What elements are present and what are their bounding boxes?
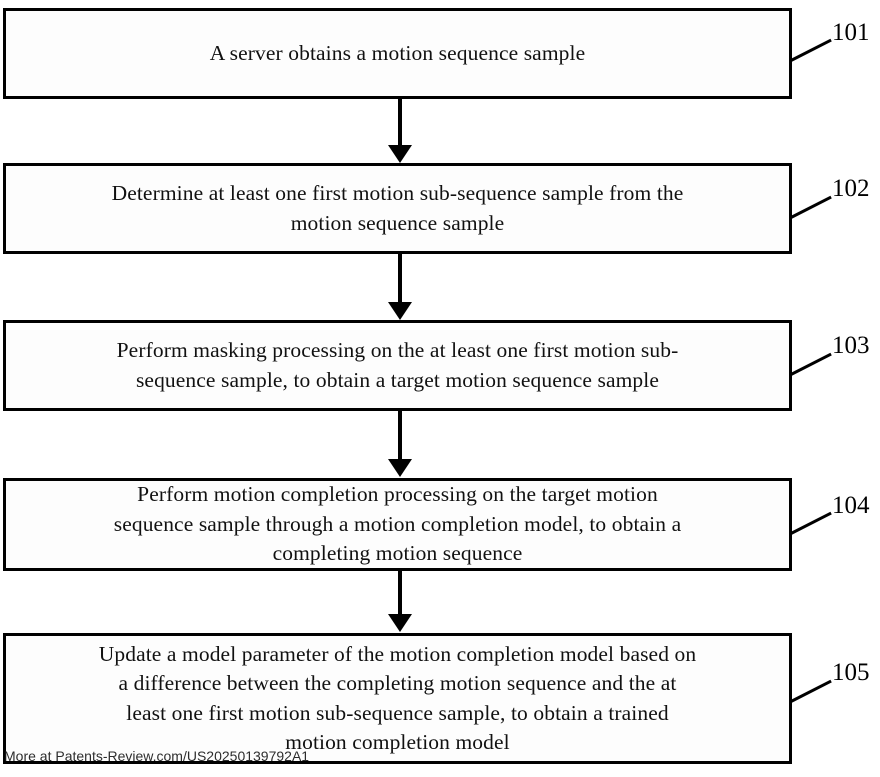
flow-step-text-103: Perform masking processing on the at lea… [116,338,679,392]
reference-number-102: 102 [832,175,870,202]
leader-line-105 [790,679,832,703]
leader-line-101 [790,38,832,62]
flow-step-box-103: Perform masking processing on the at lea… [3,320,792,411]
flow-step-text-104: Perform motion completion processing on … [113,482,682,566]
flow-step-text-101: A server obtains a motion sequence sampl… [209,40,586,65]
connector-line-103-104 [398,411,402,461]
reference-number-101: 101 [832,19,870,46]
flow-step-box-101: A server obtains a motion sequence sampl… [3,8,792,99]
flow-step-box-102: Determine at least one first motion sub-… [3,163,792,254]
leader-line-103 [790,352,832,376]
flow-step-box-105: Update a model parameter of the motion c… [3,633,792,764]
connector-line-102-103 [398,254,402,304]
arrowhead-icon-104-105 [388,614,412,632]
flow-step-text-105: Update a model parameter of the motion c… [98,641,697,755]
flow-step-text-102: Determine at least one first motion sub-… [111,181,684,235]
reference-number-104: 104 [832,492,870,519]
leader-line-104 [790,511,832,535]
reference-number-105: 105 [832,659,870,686]
connector-line-104-105 [398,571,402,616]
reference-number-103: 103 [832,332,870,359]
arrowhead-icon-101-102 [388,145,412,163]
connector-line-101-102 [398,99,402,147]
source-watermark: More at Patents-Review.com/US20250139792… [4,748,310,764]
flow-step-box-104: Perform motion completion processing on … [3,478,792,571]
leader-line-102 [790,195,832,219]
arrowhead-icon-103-104 [388,459,412,477]
arrowhead-icon-102-103 [388,302,412,320]
